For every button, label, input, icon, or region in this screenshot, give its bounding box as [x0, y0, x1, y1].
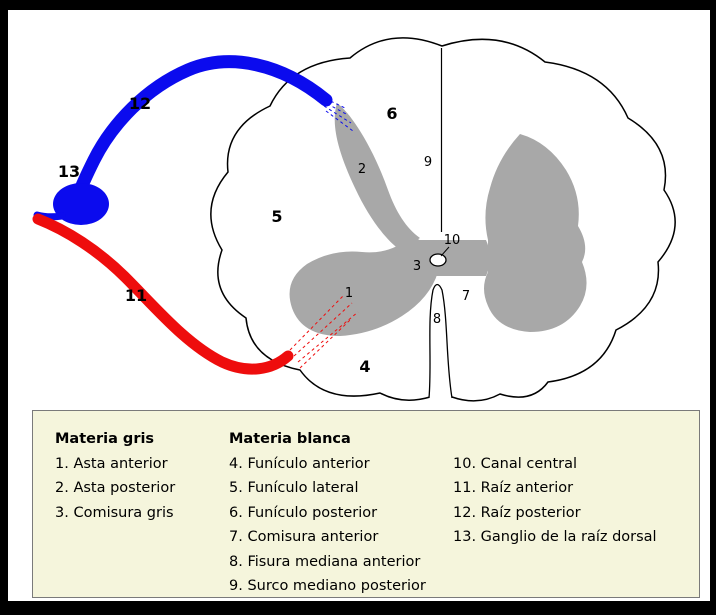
dorsal-root-ganglion [53, 183, 109, 225]
legend-column-gray-matter: Materia gris 1. Asta anterior 2. Asta po… [55, 427, 229, 597]
posterior-rootlets-dashed [319, 95, 354, 132]
label-2: 2 [358, 162, 366, 177]
legend-item: 9. Surco mediano posterior [229, 578, 426, 594]
central-canal [429, 253, 447, 267]
legend-item: 6. Funículo posterior [229, 504, 378, 521]
anterior-rootlets-dashed [289, 294, 359, 369]
legend-box: Materia gris 1. Asta anterior 2. Asta po… [32, 410, 700, 598]
label-12: 12 [129, 94, 151, 113]
legend-title-white-matter: Materia blanca [229, 431, 351, 447]
legend-item: 12. Raíz posterior [453, 504, 581, 521]
legend-column-white-matter: Materia blanca 4. Funículo anterior 5. F… [229, 427, 453, 597]
label-7: 7 [462, 289, 470, 304]
label-11: 11 [125, 286, 147, 305]
legend-item: 4. Funículo anterior [229, 455, 370, 472]
legend-item: 10. Canal central [453, 455, 578, 472]
label-1: 1 [345, 286, 353, 301]
label-6: 6 [386, 104, 397, 123]
posterior-root [70, 55, 333, 205]
legend-column-other: 10. Canal central 11. Raíz anterior 12. … [453, 427, 699, 597]
central-canal-pointer-line [440, 246, 450, 257]
legend-item: 1. Asta anterior [55, 455, 168, 472]
anterior-median-fissure [428, 283, 453, 399]
legend-item: 13. Ganglio de la raíz dorsal [453, 529, 657, 545]
legend-title-gray-matter: Materia gris [55, 431, 155, 447]
gray-matter-left-dorsal-horn [334, 103, 420, 250]
label-8: 8 [433, 312, 441, 327]
label-5: 5 [271, 207, 282, 226]
legend-item: 3. Comisura gris [55, 504, 174, 521]
legend-item: 8. Fisura mediana anterior [229, 553, 421, 570]
legend-item: 2. Asta posterior [55, 480, 176, 496]
legend-item: 11. Raíz anterior [453, 480, 574, 496]
anterior-root [32, 213, 294, 375]
label-10: 10 [444, 233, 461, 248]
label-13: 13 [58, 162, 80, 181]
legend-item: 7. Comisura anterior [229, 529, 379, 545]
gray-matter-right-half [484, 134, 587, 332]
label-4: 4 [359, 357, 370, 376]
label-3: 3 [413, 259, 421, 274]
legend-item: 5. Funículo lateral [229, 480, 359, 496]
label-9: 9 [424, 155, 432, 170]
